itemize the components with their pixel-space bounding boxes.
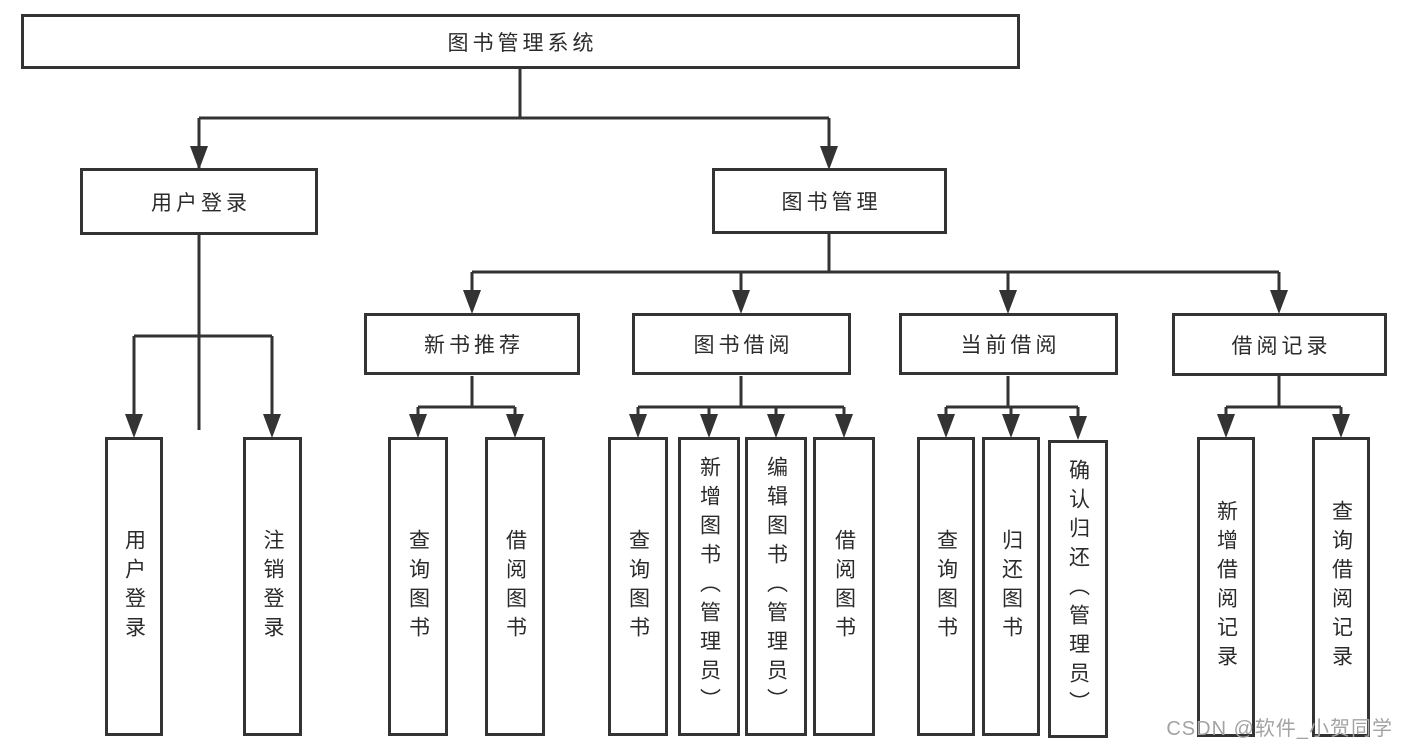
node-label: 用户登录 — [122, 528, 146, 645]
leaf-borrow-books-2: 借阅图书 — [813, 437, 875, 736]
arrow-down-icon — [820, 146, 838, 170]
node-borrow-records: 借阅记录 — [1172, 313, 1387, 376]
node-label: 图书管理系统 — [447, 31, 598, 55]
node-library-management-system: 图书管理系统 — [21, 14, 1020, 69]
leaf-logout: 注销登录 — [243, 437, 302, 736]
connector-new-books-to-leaves — [409, 376, 524, 438]
arrow-down-icon — [463, 290, 481, 314]
node-label: 查询图书 — [934, 528, 958, 645]
connector-borrow-records-to-leaves — [1217, 376, 1350, 438]
arrow-down-icon — [700, 414, 718, 438]
arrow-down-icon — [1332, 414, 1350, 438]
node-label: 编辑图书（管理员） — [764, 456, 788, 717]
node-label: 用户登录 — [151, 191, 251, 215]
node-label: 借阅图书 — [503, 528, 527, 645]
node-label: 借阅图书 — [832, 528, 856, 645]
arrow-down-icon — [1217, 414, 1235, 438]
node-label: 图书管理 — [781, 191, 882, 214]
arrow-down-icon — [409, 414, 427, 438]
connector-user-login-to-leaves — [125, 235, 281, 438]
leaf-edit-books-admin: 编辑图书（管理员） — [745, 437, 807, 736]
arrow-down-icon — [999, 290, 1017, 314]
node-book-borrow: 图书借阅 — [632, 313, 851, 375]
node-label: 新增图书（管理员） — [697, 456, 721, 717]
arrow-down-icon — [1002, 414, 1020, 438]
arrow-down-icon — [629, 414, 647, 438]
leaf-add-borrow-record: 新增借阅记录 — [1197, 437, 1255, 737]
arrow-down-icon — [1069, 416, 1087, 440]
node-label: 新书推荐 — [424, 334, 524, 357]
leaf-return-books: 归还图书 — [982, 437, 1040, 736]
arrow-down-icon — [506, 414, 524, 438]
leaf-query-books-2: 查询图书 — [608, 437, 668, 736]
node-label: 图书借阅 — [693, 334, 794, 357]
arrow-down-icon — [190, 146, 208, 170]
connector-book-mgmt-to-level3 — [463, 234, 1288, 314]
connector-book-borrow-to-leaves — [629, 376, 853, 438]
node-label: 查询借阅记录 — [1329, 500, 1353, 674]
node-label: 借阅记录 — [1231, 334, 1332, 358]
leaf-borrow-books-1: 借阅图书 — [485, 437, 545, 736]
node-new-book-recommend: 新书推荐 — [364, 313, 580, 375]
arrow-down-icon — [937, 414, 955, 438]
arrow-down-icon — [125, 414, 143, 438]
node-label: 当前借阅 — [960, 334, 1061, 357]
arrow-down-icon — [835, 414, 853, 438]
connector-root-to-level2 — [190, 69, 838, 430]
watermark: CSDN @软件_小贺同学 — [1166, 718, 1393, 740]
arrow-down-icon — [263, 414, 281, 438]
leaf-query-books-3: 查询图书 — [917, 437, 975, 736]
arrow-down-icon — [767, 414, 785, 438]
node-user-login: 用户登录 — [80, 168, 318, 235]
node-label: 注销登录 — [261, 528, 284, 645]
arrow-down-icon — [1270, 290, 1288, 314]
leaf-add-books-admin: 新增图书（管理员） — [678, 437, 740, 736]
leaf-query-borrow-record: 查询借阅记录 — [1312, 437, 1370, 737]
node-label: 查询图书 — [626, 528, 650, 645]
node-label: 查询图书 — [406, 528, 430, 645]
leaf-user-login: 用户登录 — [105, 437, 163, 736]
node-current-borrow: 当前借阅 — [899, 313, 1118, 375]
node-label: 归还图书 — [999, 528, 1023, 645]
leaf-query-books-1: 查询图书 — [388, 437, 448, 736]
connector-current-borrow-to-leaves — [937, 376, 1087, 440]
leaf-confirm-return-admin: 确认归还（管理员） — [1048, 440, 1108, 738]
node-label: 确认归还（管理员） — [1066, 458, 1090, 720]
node-label: 新增借阅记录 — [1214, 500, 1238, 674]
node-book-management: 图书管理 — [712, 168, 947, 234]
arrow-down-icon — [732, 290, 750, 314]
